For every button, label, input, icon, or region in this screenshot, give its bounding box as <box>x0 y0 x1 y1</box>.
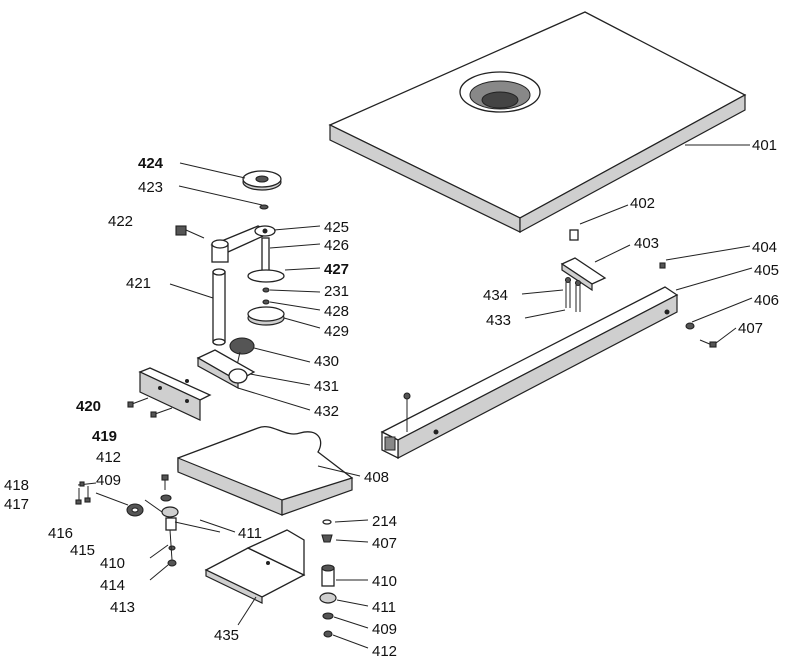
screws-417 <box>75 486 91 505</box>
callout-415: 415 <box>70 542 95 559</box>
callout-402: 402 <box>630 195 655 212</box>
washer-423 <box>259 204 269 210</box>
callout-429: 429 <box>324 323 349 340</box>
callout-406: 406 <box>754 292 779 309</box>
plate-420 <box>138 367 212 421</box>
ring-428 <box>262 299 270 305</box>
callout-231: 231 <box>324 283 349 300</box>
callout-410-right: 410 <box>372 573 397 590</box>
callout-404: 404 <box>752 239 777 256</box>
callout-407-lower: 407 <box>372 535 397 552</box>
roller-415 <box>126 503 144 517</box>
callout-403: 403 <box>634 235 659 252</box>
callout-424: 424 <box>138 155 164 172</box>
cup-429 <box>247 306 285 326</box>
callout-423: 423 <box>138 179 163 196</box>
bracket-403 <box>560 257 607 312</box>
callout-407-upper: 407 <box>738 320 763 337</box>
callout-416: 416 <box>48 525 73 542</box>
callout-418: 418 <box>4 477 29 494</box>
pin-402 <box>569 229 579 241</box>
washer-409-left <box>160 494 172 502</box>
bracket-435 <box>204 529 306 604</box>
callout-214: 214 <box>372 513 397 530</box>
callout-412-right: 412 <box>372 643 397 660</box>
callout-433: 433 <box>486 312 511 329</box>
callout-430: 430 <box>314 353 339 370</box>
washer-409-right <box>322 612 334 620</box>
callout-410-left: 410 <box>100 555 125 572</box>
callout-411-left: 411 <box>238 525 262 542</box>
nut-406 <box>685 322 695 330</box>
callout-431: 431 <box>314 378 339 395</box>
bushing-410-right <box>321 564 335 587</box>
callout-405: 405 <box>754 262 779 279</box>
callout-427: 427 <box>324 261 349 278</box>
callout-421: 421 <box>126 275 151 292</box>
callout-417: 417 <box>4 496 29 513</box>
clamp-431 <box>196 349 256 390</box>
callout-409-left: 409 <box>96 472 121 489</box>
bracket-418 <box>77 481 97 487</box>
post-421 <box>212 268 226 346</box>
callout-435: 435 <box>214 627 239 644</box>
spacer-411-right <box>319 592 337 604</box>
nut-407-lower <box>321 534 333 543</box>
callout-412-left: 412 <box>96 449 121 466</box>
callout-409-right: 409 <box>372 621 397 638</box>
pin-416 <box>95 492 129 506</box>
clip-231 <box>262 287 270 293</box>
callout-408: 408 <box>364 469 389 486</box>
callout-425: 425 <box>324 219 349 236</box>
arm-425 <box>210 225 276 263</box>
callout-428: 428 <box>324 303 349 320</box>
callout-434: 434 <box>483 287 508 304</box>
callout-401: 401 <box>752 137 777 154</box>
disc-427 <box>247 269 285 283</box>
callout-432: 432 <box>314 403 339 420</box>
callout-419: 419 <box>92 428 117 445</box>
square-tube-405 <box>380 286 679 460</box>
screw-412-right <box>323 630 333 638</box>
screws-419 <box>127 397 173 418</box>
bolt-422 <box>175 225 205 239</box>
bushing-410-left <box>165 517 177 531</box>
screw-412-left <box>161 474 169 490</box>
nut-413 <box>167 559 177 567</box>
cap-424 <box>242 170 282 191</box>
callout-414: 414 <box>100 577 125 594</box>
callout-422: 422 <box>108 213 133 230</box>
leader-lines <box>144 144 753 649</box>
knob-430 <box>229 337 255 371</box>
spacer-411-left <box>161 506 179 518</box>
callout-labels: 401 402 403 404 405 406 407 434 433 424 … <box>4 137 779 660</box>
callout-420: 420 <box>76 398 101 415</box>
bolt-407-upper <box>699 339 717 348</box>
callout-413: 413 <box>110 599 135 616</box>
washer-414 <box>168 545 176 551</box>
screw-404 <box>659 262 666 269</box>
washer-214 <box>322 519 332 525</box>
base-plate-408 <box>177 426 354 516</box>
callout-426: 426 <box>324 237 349 254</box>
table-top-401 <box>328 11 747 234</box>
callout-411-right: 411 <box>372 599 396 616</box>
